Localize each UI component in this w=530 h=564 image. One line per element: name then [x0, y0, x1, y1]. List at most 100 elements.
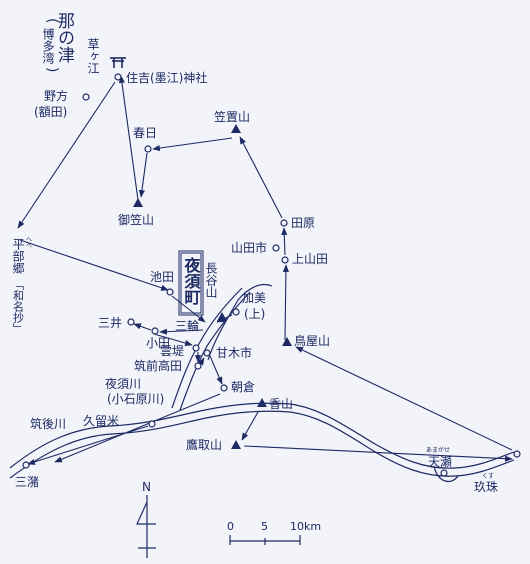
point-kami: [232, 308, 240, 316]
route-takatoriyama-kusu: [243, 445, 513, 462]
label-tabaru: 田原: [291, 216, 315, 230]
chikugo-river-lower: [9, 410, 515, 479]
place-points: [22, 73, 521, 477]
point-kusu: [513, 450, 521, 458]
point-kurume: [148, 420, 156, 428]
point-ikeda: [166, 288, 174, 296]
title-block: 那の津 ( 博多湾 ): [41, 12, 75, 73]
route-miwa-oda: [159, 328, 204, 335]
scale-10km: 10km: [290, 520, 321, 533]
yasu-river-b: [179, 291, 251, 411]
mountains: [133, 124, 292, 449]
label-hebego: 平部郷: [11, 238, 25, 274]
label-yamadashi: 山田市: [231, 240, 267, 255]
label-nokata: 野方: [44, 88, 68, 103]
route-amagishi-asakura: [209, 355, 223, 385]
route-kagoyama-takatoriyama: [241, 411, 259, 441]
route-tabaru-kasagiyama: [239, 136, 283, 219]
label-asakura: 朝倉: [231, 379, 255, 394]
label-torisayama: 鳥屋山: [294, 333, 330, 348]
label-kusu: 玖珠: [474, 480, 498, 494]
label-unte: 雲堤: [160, 344, 184, 358]
label-takatoriyama: 鷹取山: [186, 437, 222, 452]
label-koishiharagawa: (小石原川): [107, 392, 164, 406]
route-kusu-torisayama: [295, 346, 513, 451]
label-chikugogawa: 筑後川: [30, 416, 66, 431]
route-kasuga-mikasayama: [138, 152, 148, 198]
label-kasuga: 春日: [133, 126, 157, 140]
north-label: N: [142, 480, 151, 494]
route-mikasayama-sumiyoshi: [118, 75, 139, 201]
label-amase-ruby: あまがせ: [426, 446, 450, 454]
label-yasugawa: 夜須川: [105, 376, 141, 391]
label-kami: 加美: [242, 291, 266, 305]
route-asakura-mizuma: [54, 393, 221, 463]
point-oda: [151, 327, 159, 335]
stream-kami: [207, 283, 273, 361]
mountain-takatoriyama: [231, 440, 241, 449]
north-arrow: N: [136, 480, 156, 558]
route-sumiyoshi-hebego: [17, 81, 116, 229]
point-yamadashi: [272, 244, 280, 252]
label-mizuma: 三潴: [15, 475, 39, 489]
chikugo-river-upper: [9, 402, 515, 469]
mountain-kasagiyama: [231, 124, 241, 133]
routes: [17, 75, 513, 465]
label-amagishi: 甘木市: [216, 345, 252, 360]
mountain-mikasayama: [133, 198, 143, 207]
scale-5: 5: [261, 520, 268, 533]
label-hebe-ruby: へべ: [25, 236, 32, 248]
point-kasuga: [144, 145, 152, 153]
label-kasagiyama: 笠置山: [214, 109, 250, 124]
label-wamyosho: 「和名抄」: [12, 279, 25, 334]
label-mii: 三井: [98, 316, 122, 330]
route-hebego-ikeda: [19, 239, 169, 291]
label-nukata: (額田): [34, 105, 67, 119]
mountain-torisayama: [282, 337, 292, 346]
route-kamiyamada-tabaru: [281, 227, 288, 256]
label-haseyama: 長谷山: [204, 262, 218, 298]
place-labels: 草ヶ江 住吉(墨江)神社 野方 (額田) 春日 御笠山 笠置山 田原 山田市 上…: [11, 38, 328, 334]
point-kamiyamada: [281, 256, 289, 264]
point-asakura: [220, 384, 228, 392]
route-takata-amagishi: [197, 357, 205, 366]
rivers: [9, 283, 515, 483]
scale-0: 0: [227, 520, 234, 533]
label-kurume: 久留米: [83, 414, 119, 428]
route-kurume-mizuma: [27, 425, 149, 465]
label-kami-paren: (上): [244, 307, 265, 321]
label-miwa: 三輪: [175, 318, 199, 333]
route-kasagiyama-kasuga: [152, 137, 233, 152]
title-paren-open: (: [44, 18, 60, 23]
label-ikeda: 池田: [150, 270, 174, 284]
route-oda-mii: [133, 323, 152, 331]
point-mizuma: [22, 461, 30, 469]
scale-bar: 0 5 10km: [227, 520, 321, 545]
label-chikuzentakata: 筑前高田: [134, 358, 182, 373]
place-labels-2: 長谷山 加美 (上) 鳥屋山 三井 三輪 小田 雲堤 甘木市 筑前高田 夜須川 …: [15, 262, 498, 494]
mountain-miwa: [217, 312, 227, 321]
title-main: 那の津: [54, 12, 75, 63]
route-oda-unte: [153, 333, 193, 347]
label-sumiyoshi: 住吉(墨江)神社: [126, 70, 207, 85]
point-amagishi: [203, 349, 211, 357]
point-nokata: [82, 93, 90, 101]
title-paren-close: ): [44, 67, 60, 72]
route-torisayama-kamiyamada: [282, 264, 289, 341]
route-ikeda-miwa: [171, 295, 206, 323]
label-kusu-ruby: くす: [482, 473, 494, 480]
yasumachi-box: 夜須町: [178, 250, 204, 316]
point-amase: [440, 469, 448, 477]
label-yasumachi: 夜須町: [182, 256, 202, 306]
label-amase: 天瀬: [428, 455, 452, 469]
label-kamiyamada: 上山田: [292, 252, 328, 266]
label-oda: 小田: [146, 336, 170, 350]
chikugo-river-loop: [433, 465, 459, 483]
point-tabaru: [280, 219, 288, 227]
point-sumiyoshi: [114, 73, 122, 81]
yasu-river-a: [171, 287, 243, 409]
label-kusagae: 草ヶ江: [86, 38, 100, 74]
title-sub: 博多湾: [41, 27, 55, 65]
